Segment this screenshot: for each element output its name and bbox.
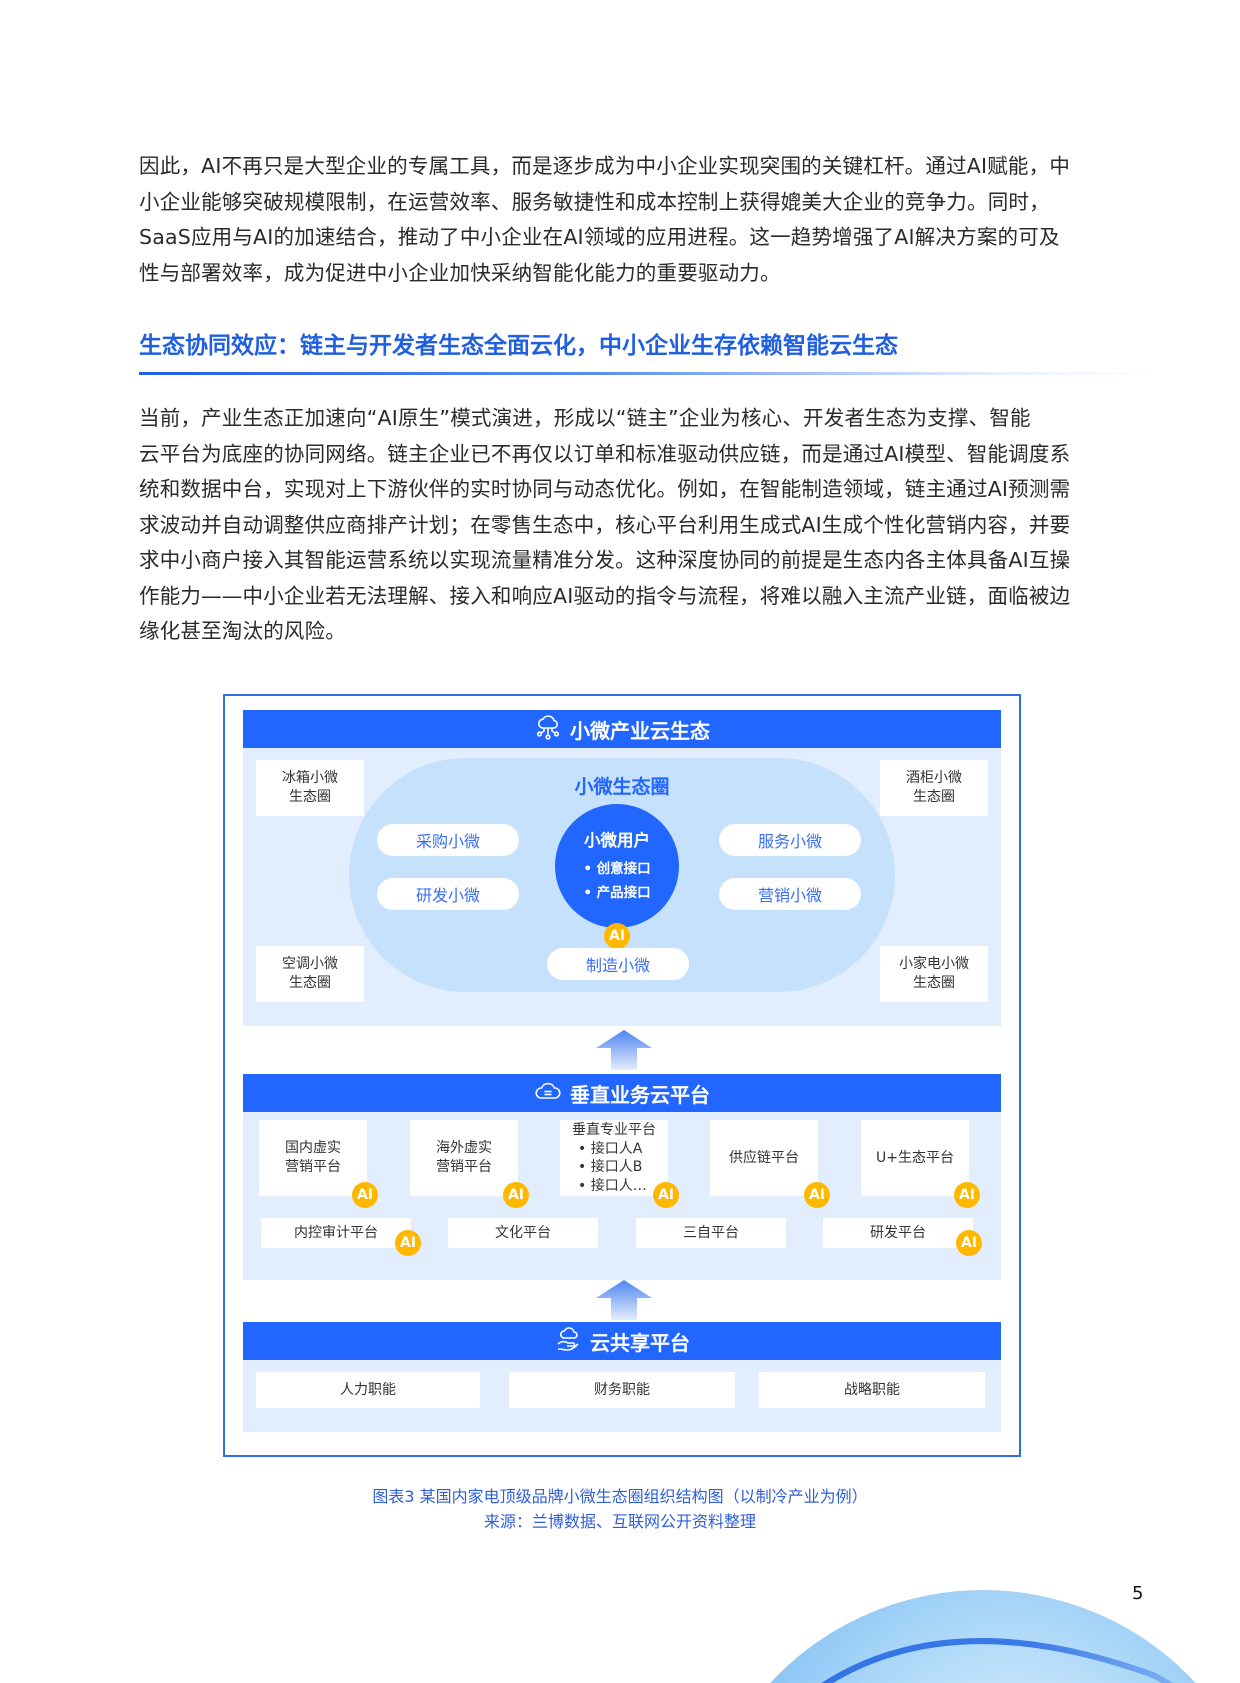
micro-user-core: 小微用户 • 创意接口 • 产品接口 [555, 804, 679, 928]
layer-header-vertical-business-cloud: 垂直业务云平台 [243, 1074, 1001, 1112]
box-line: 冰箱小微 [282, 770, 338, 786]
box-line: U+生态平台 [876, 1149, 954, 1166]
ai-badge: AI [604, 923, 630, 949]
paragraph-line: 性与部署效率，成为促进中小企业加快采纳智能化能力的重要驱动力。 [139, 260, 781, 285]
body-paragraph: 当前，产业生态正加速向“AI原生”模式演进，形成以“链主”企业为核心、开发者生态… [139, 401, 1099, 650]
org-structure-diagram: 小微产业云生态 冰箱小微生态圈 酒柜小微生态圈 空调小微生态圈 小家电小微生态圈… [223, 694, 1021, 1457]
layer-title: 小微产业云生态 [570, 718, 710, 743]
box-line: 内控审计平台 [294, 1224, 378, 1241]
platform-supply-chain: 供应链平台 [710, 1120, 818, 1196]
intro-paragraph: 因此，AI不再只是大型企业的专属工具，而是逐步成为中小企业实现突围的关键杠杆。通… [139, 149, 1099, 291]
layer-header-micro-industry-cloud: 小微产业云生态 [243, 710, 1001, 748]
platform-three-self: 三自平台 [636, 1218, 786, 1248]
up-arrow-icon [596, 1030, 652, 1070]
cloud-equals-icon [534, 1077, 562, 1110]
box-line: 营销平台 [436, 1159, 492, 1175]
platform-culture: 文化平台 [448, 1218, 598, 1248]
fridge-ecosystem-box: 冰箱小微生态圈 [256, 760, 364, 816]
box-line: 战略职能 [844, 1381, 900, 1398]
ecosystem-title: 小微生态圈 [574, 776, 670, 798]
paragraph-line: 云平台为底座的协同网络。链主企业已不再仅以订单和标准驱动供应链，而是通过AI模型… [139, 441, 1071, 466]
box-line: 小家电小微 [899, 956, 969, 972]
pill-service: 服务小微 [719, 824, 861, 856]
paragraph-line: 求中小商户接入其智能运营系统以实现流量精准分发。这种深度协同的前提是生态内各主体… [139, 548, 1071, 572]
box-line: 酒柜小微 [906, 770, 962, 786]
core-item: • 产品接口 [583, 885, 651, 901]
function-finance: 财务职能 [509, 1372, 735, 1408]
small-appliance-ecosystem-box: 小家电小微生态圈 [880, 946, 988, 1002]
box-line: 生态圈 [913, 789, 955, 805]
box-line: 生态圈 [289, 975, 331, 991]
box-line: 研发平台 [870, 1224, 926, 1241]
platform-internal-audit: 内控审计平台 [261, 1218, 411, 1248]
pill-marketing: 营销小微 [719, 878, 861, 910]
box-line: 生态圈 [913, 975, 955, 991]
micro-ecosystem-oval: 小微生态圈 采购小微 研发小微 服务小微 营销小微 小微用户 • 创意接口 • … [349, 758, 895, 992]
layer-header-cloud-shared-platform: 云共享平台 [243, 1322, 1001, 1360]
platform-domestic-marketing: 国内虚实营销平台 [259, 1120, 367, 1196]
cloud-shared-panel: 人力职能 财务职能 战略职能 [243, 1360, 1001, 1432]
pill-manufacturing: 制造小微 [547, 948, 689, 980]
box-line: 财务职能 [594, 1381, 650, 1398]
function-hr: 人力职能 [256, 1372, 480, 1408]
box-line: 供应链平台 [729, 1149, 799, 1166]
paragraph-line: SaaS应用与AI的加速结合，推动了中小企业在AI领域的应用进程。这一趋势增强了… [139, 225, 1060, 249]
cloud-hand-icon [554, 1325, 582, 1358]
ai-badge: AI [653, 1182, 679, 1208]
cloud-network-icon [534, 713, 562, 746]
box-line: 文化平台 [495, 1224, 551, 1241]
section-heading: 生态协同效应：链主与开发者生态全面云化，中小企业生存依赖智能云生态 [139, 333, 898, 359]
layer-title: 垂直业务云平台 [570, 1082, 710, 1107]
platform-vertical-professional: 垂直专业平台 • 接口人A • 接口人B • 接口人… [560, 1120, 668, 1196]
paragraph-line: 缘化甚至淘汰的风险。 [139, 619, 346, 643]
decorative-sphere-graphic [770, 1590, 1196, 1683]
figure-caption: 图表3 某国内家电顶级品牌小微生态圈组织结构图（以制冷产业为例） [372, 1487, 868, 1506]
box-line: • 接口人… [578, 1177, 647, 1194]
ai-badge: AI [395, 1230, 421, 1256]
ai-badge: AI [804, 1182, 830, 1208]
box-line: • 接口人A [578, 1140, 643, 1157]
box-line: 营销平台 [285, 1159, 341, 1175]
box-line: 生态圈 [289, 789, 331, 805]
ai-badge: AI [352, 1182, 378, 1208]
page-number: 5 [1132, 1583, 1144, 1604]
paragraph-line: 作能力——中小企业若无法理解、接入和响应AI驱动的指令与流程，将难以融入主流产业… [139, 583, 1071, 608]
ac-ecosystem-box: 空调小微生态圈 [256, 946, 364, 1002]
box-line: 垂直专业平台 [572, 1122, 656, 1138]
ai-badge: AI [503, 1182, 529, 1208]
platform-u-plus-ecosystem: U+生态平台 [861, 1120, 969, 1196]
ai-badge: AI [954, 1182, 980, 1208]
up-arrow-icon [596, 1280, 652, 1320]
section-divider [139, 372, 1159, 375]
box-line: • 接口人B [578, 1159, 643, 1175]
pill-purchase: 采购小微 [377, 824, 519, 856]
box-line: 三自平台 [683, 1224, 739, 1241]
wine-cabinet-ecosystem-box: 酒柜小微生态圈 [880, 760, 988, 816]
paragraph-line: 求波动并自动调整供应商排产计划；在零售生态中，核心平台利用生成式AI生成个性化营… [139, 512, 1071, 537]
box-line: 国内虚实 [285, 1140, 341, 1156]
core-item: • 创意接口 [583, 861, 651, 877]
box-line: 人力职能 [340, 1381, 396, 1398]
paragraph-line: 因此，AI不再只是大型企业的专属工具，而是逐步成为中小企业实现突围的关键杠杆。通… [139, 154, 1071, 178]
paragraph-line: 当前，产业生态正加速向“AI原生”模式演进，形成以“链主”企业为核心、开发者生态… [139, 406, 1031, 430]
box-line: 海外虚实 [436, 1140, 492, 1156]
function-strategy: 战略职能 [759, 1372, 985, 1408]
box-line: 空调小微 [282, 956, 338, 972]
vertical-business-panel: 国内虚实营销平台 AI 海外虚实营销平台 AI 垂直专业平台 • 接口人A • … [243, 1112, 1001, 1280]
micro-industry-panel: 冰箱小微生态圈 酒柜小微生态圈 空调小微生态圈 小家电小微生态圈 小微生态圈 采… [243, 748, 1001, 1026]
pill-rnd: 研发小微 [377, 878, 519, 910]
paragraph-line: 统和数据中台，实现对上下游伙伴的实时协同与动态优化。例如，在智能制造领域，链主通… [139, 477, 1071, 501]
ai-badge: AI [956, 1230, 982, 1256]
core-title: 小微用户 [584, 831, 650, 850]
platform-overseas-marketing: 海外虚实营销平台 [410, 1120, 518, 1196]
platform-rnd: 研发平台 [823, 1218, 973, 1248]
figure-source: 来源：兰博数据、互联网公开资料整理 [483, 1512, 756, 1531]
paragraph-line: 小企业能够突破规模限制，在运营效率、服务敏捷性和成本控制上获得媲美大企业的竞争力… [139, 189, 1050, 214]
layer-title: 云共享平台 [590, 1330, 690, 1355]
